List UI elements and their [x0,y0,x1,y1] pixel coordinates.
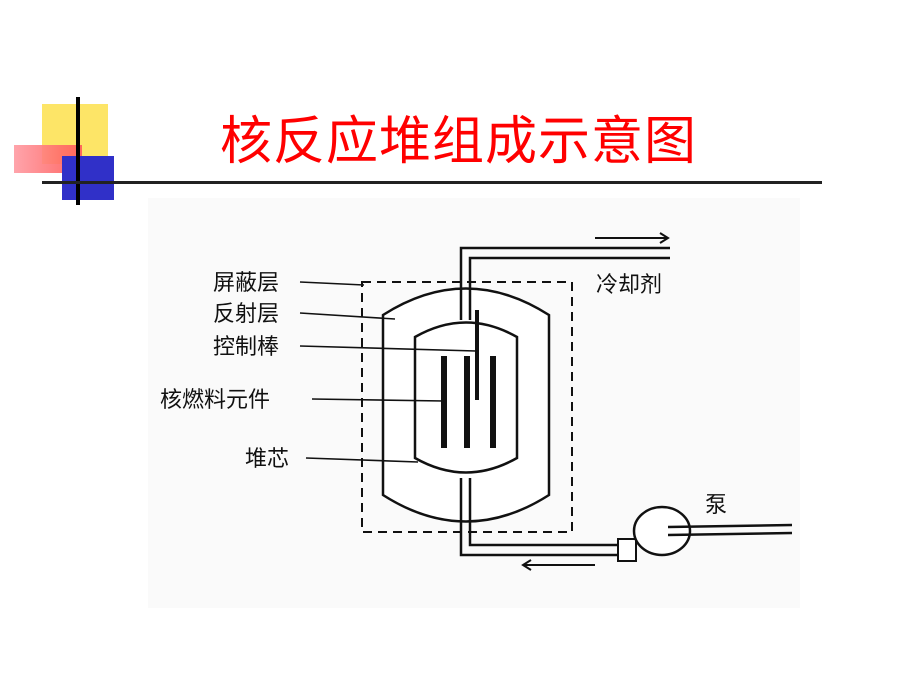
pump-inlet-pipe [667,523,793,537]
coolant-flow-arrow [595,232,670,244]
fuel-rod [490,356,496,448]
return-flow-arrow [521,559,595,571]
label-fuel-element: 核燃料元件 [160,388,270,413]
control-rod [475,310,479,400]
label-shield: 屏蔽层 [213,271,279,296]
leader-line-shield [299,281,365,286]
leader-line-reflector [299,312,396,320]
page-title: 核反应堆组成示意图 [220,112,698,172]
decor-vertical-line [76,97,80,205]
pump-connector [617,538,637,562]
leader-line-control-rod [299,345,477,352]
fuel-rod [464,356,470,448]
coolant-outlet-pipe [459,246,670,320]
label-coolant: 冷却剂 [596,273,662,298]
shield-layer [361,281,573,533]
coolant-return-pipe [459,478,620,557]
leader-line-core [305,457,419,463]
label-control-rod: 控制棒 [213,335,279,360]
fuel-rod [441,356,447,448]
label-reflector: 反射层 [213,302,279,327]
decor-blue-square [62,156,114,200]
title-underline [42,181,822,184]
label-core: 堆芯 [245,447,289,472]
leader-line-fuel-element [311,398,445,402]
label-pump: 泵 [705,493,727,518]
pump [632,505,692,557]
